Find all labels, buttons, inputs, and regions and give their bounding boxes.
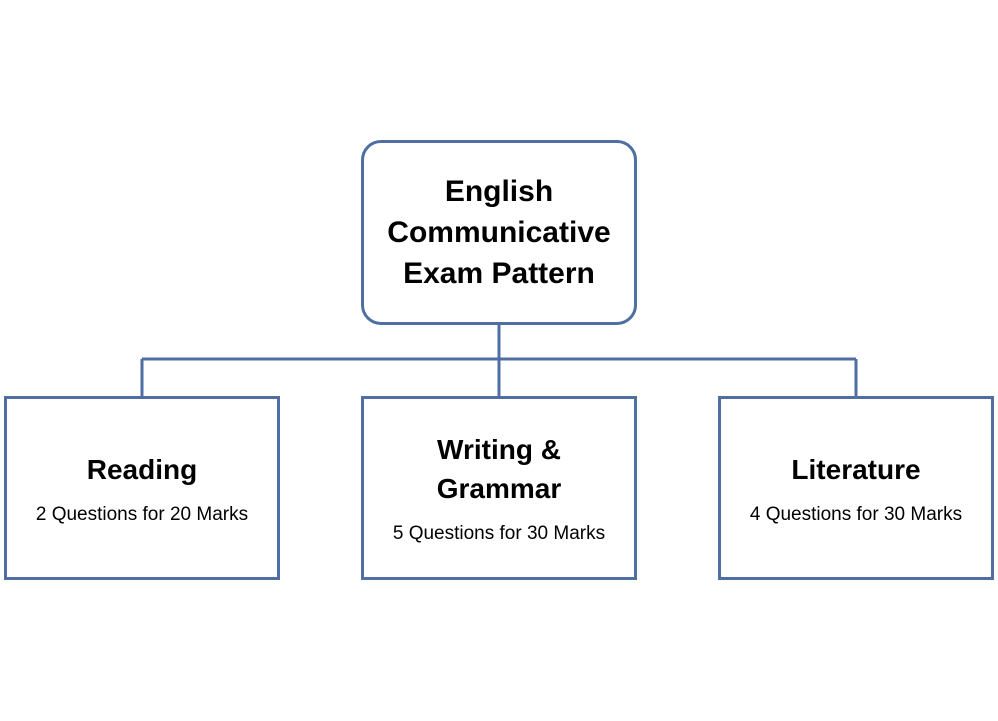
reading-node-box: Reading 2 Questions for 20 Marks: [4, 396, 280, 580]
literature-node-subtitle: 4 Questions for 30 Marks: [749, 503, 963, 525]
writing-grammar-node-box: Writing & Grammar 5 Questions for 30 Mar…: [361, 396, 637, 580]
reading-node-subtitle: 2 Questions for 20 Marks: [35, 503, 249, 525]
root-node-box: English Communicative Exam Pattern: [361, 140, 637, 325]
writing-grammar-node-subtitle: 5 Questions for 30 Marks: [392, 523, 606, 544]
reading-node-title: Reading: [86, 453, 198, 485]
root-node-title: English Communicative Exam Pattern: [387, 175, 611, 290]
literature-node-title: Literature: [791, 453, 921, 485]
writing-grammar-node-title: Writing & Grammar: [436, 434, 562, 504]
literature-node-box: Literature 4 Questions for 30 Marks: [718, 396, 994, 580]
